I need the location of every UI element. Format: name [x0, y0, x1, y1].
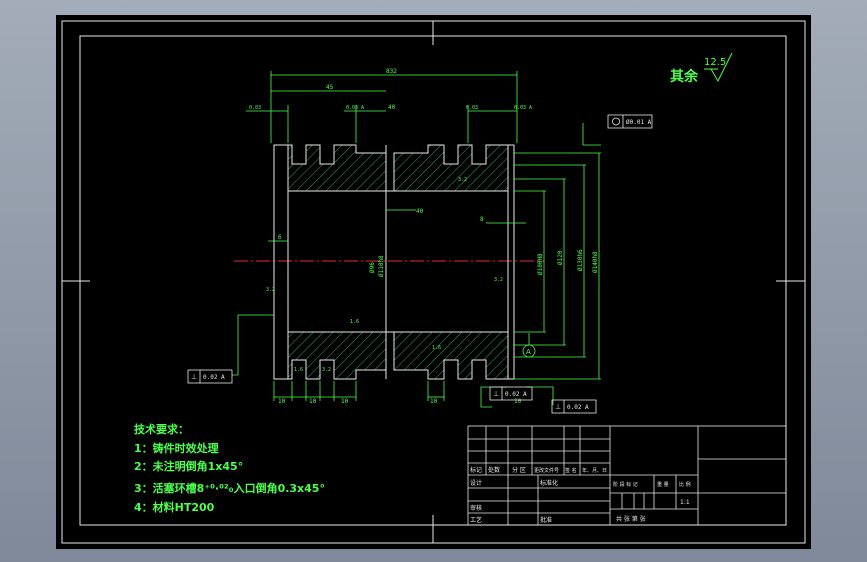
- perp-frame-bottom-1: ⊥ 0.02 A: [489, 386, 533, 401]
- ra-top: 3.2: [494, 277, 503, 283]
- ra-bot2: 1.6: [294, 367, 303, 373]
- technical-notes: 技术要求： 1：铸件时效处理 2：未注明倒角1x45° 3：活塞环槽8⁺⁰·⁰²…: [134, 422, 325, 514]
- tb-label-2: 分 区: [512, 466, 526, 474]
- svg-text:⊥: ⊥: [191, 373, 197, 381]
- dim-bore: Ø100H8: [537, 253, 544, 275]
- dim-overall-length: 832: [386, 68, 397, 75]
- svg-text:⊥: ⊥: [493, 390, 499, 398]
- part-section: [273, 144, 515, 380]
- datum-a-marker: A: [522, 344, 536, 358]
- dim-inner-small: 40: [416, 208, 424, 215]
- roughness-other-label: 其余: [670, 68, 699, 85]
- ra-bot3: 1.6: [432, 345, 441, 351]
- tb-label-1: 处数: [488, 466, 500, 474]
- dim-mid: 40: [388, 104, 396, 111]
- title-block: [467, 425, 787, 526]
- tb-label-3: 更改文件号: [534, 467, 559, 474]
- note-3: 3：活塞环槽8⁺⁰·⁰²₀入口倒角0.3x45°: [134, 481, 325, 495]
- tb-scale: 1:1: [680, 499, 690, 506]
- drawing-sheet: 其余 12.5: [56, 15, 811, 549]
- concentricity-frame: Ø0.01 A: [607, 114, 653, 129]
- tb-designer: 设计: [470, 479, 482, 487]
- tb-review: 审核: [470, 504, 482, 512]
- dimension-lines: [232, 71, 601, 408]
- tb-stage-2: 比 例: [679, 481, 691, 488]
- ra-left: 3.2: [266, 287, 275, 293]
- ra-mid: 1.6: [350, 319, 359, 325]
- ra-right: 3.2: [458, 177, 467, 183]
- tb-stage-0: 阶 段 标 记: [613, 481, 638, 488]
- top-tol-4: 0.03 A: [514, 105, 532, 111]
- dim-groove-w3: 10: [341, 398, 349, 405]
- perp-frame-bottom-2: ⊥ 0.02 A: [551, 399, 597, 414]
- svg-text:0.02 A: 0.02 A: [567, 404, 589, 411]
- roughness-other-symbol: 其余 12.5: [670, 52, 733, 85]
- dim-left-length: 45: [326, 84, 334, 91]
- notes-title: 技术要求：: [134, 422, 189, 436]
- svg-text:0.02 A: 0.02 A: [505, 391, 527, 398]
- ra-bot1: 3.2: [322, 367, 331, 373]
- tb-stage-1: 重 量: [657, 481, 669, 488]
- dim-outer3: Ø140h8: [592, 251, 599, 273]
- dim-inner-l1: Ø96: [369, 262, 376, 273]
- note-1: 1：铸件时效处理: [134, 441, 219, 455]
- dim-groove-w1: 10: [278, 398, 286, 405]
- dim-groove-w2: 10: [309, 398, 317, 405]
- dim-left-6: 6: [278, 234, 282, 241]
- dim-outer2: Ø130h6: [577, 249, 584, 271]
- dim-groove-w5: 10: [514, 398, 522, 405]
- dim-outer1: Ø120: [557, 250, 564, 265]
- perp-frame-left: ⊥ 0.02 A: [187, 369, 233, 384]
- svg-text:0.02 A: 0.02 A: [203, 374, 225, 381]
- tb-approve: 批准: [540, 516, 552, 524]
- tb-label-5: 年、月、日: [582, 467, 607, 474]
- note-4: 4：材料HT200: [134, 500, 215, 514]
- tb-label-0: 标记: [470, 466, 482, 474]
- svg-text:Ø0.01 A: Ø0.01 A: [626, 119, 652, 126]
- note-2: 2：未注明倒角1x45°: [134, 459, 243, 473]
- dim-inner-l2: Ø110h8: [378, 255, 385, 277]
- tb-sheet-info: 共 张 第 张: [616, 515, 646, 523]
- dim-right-8: 8: [480, 216, 484, 223]
- drawing-canvas: 其余 12.5: [61, 20, 806, 544]
- roughness-other-value: 12.5: [704, 57, 726, 68]
- dim-groove-w4: 10: [430, 398, 438, 405]
- top-tol-1: 0.03: [249, 105, 261, 111]
- top-tol-3: 0.03: [466, 105, 478, 111]
- svg-text:A: A: [526, 348, 531, 356]
- tb-standard: 标准化: [540, 479, 558, 487]
- top-tol-2: 0.03 A: [346, 105, 364, 111]
- tb-process: 工艺: [470, 516, 482, 524]
- tb-label-4: 签 名: [565, 467, 577, 474]
- svg-text:⊥: ⊥: [555, 403, 561, 411]
